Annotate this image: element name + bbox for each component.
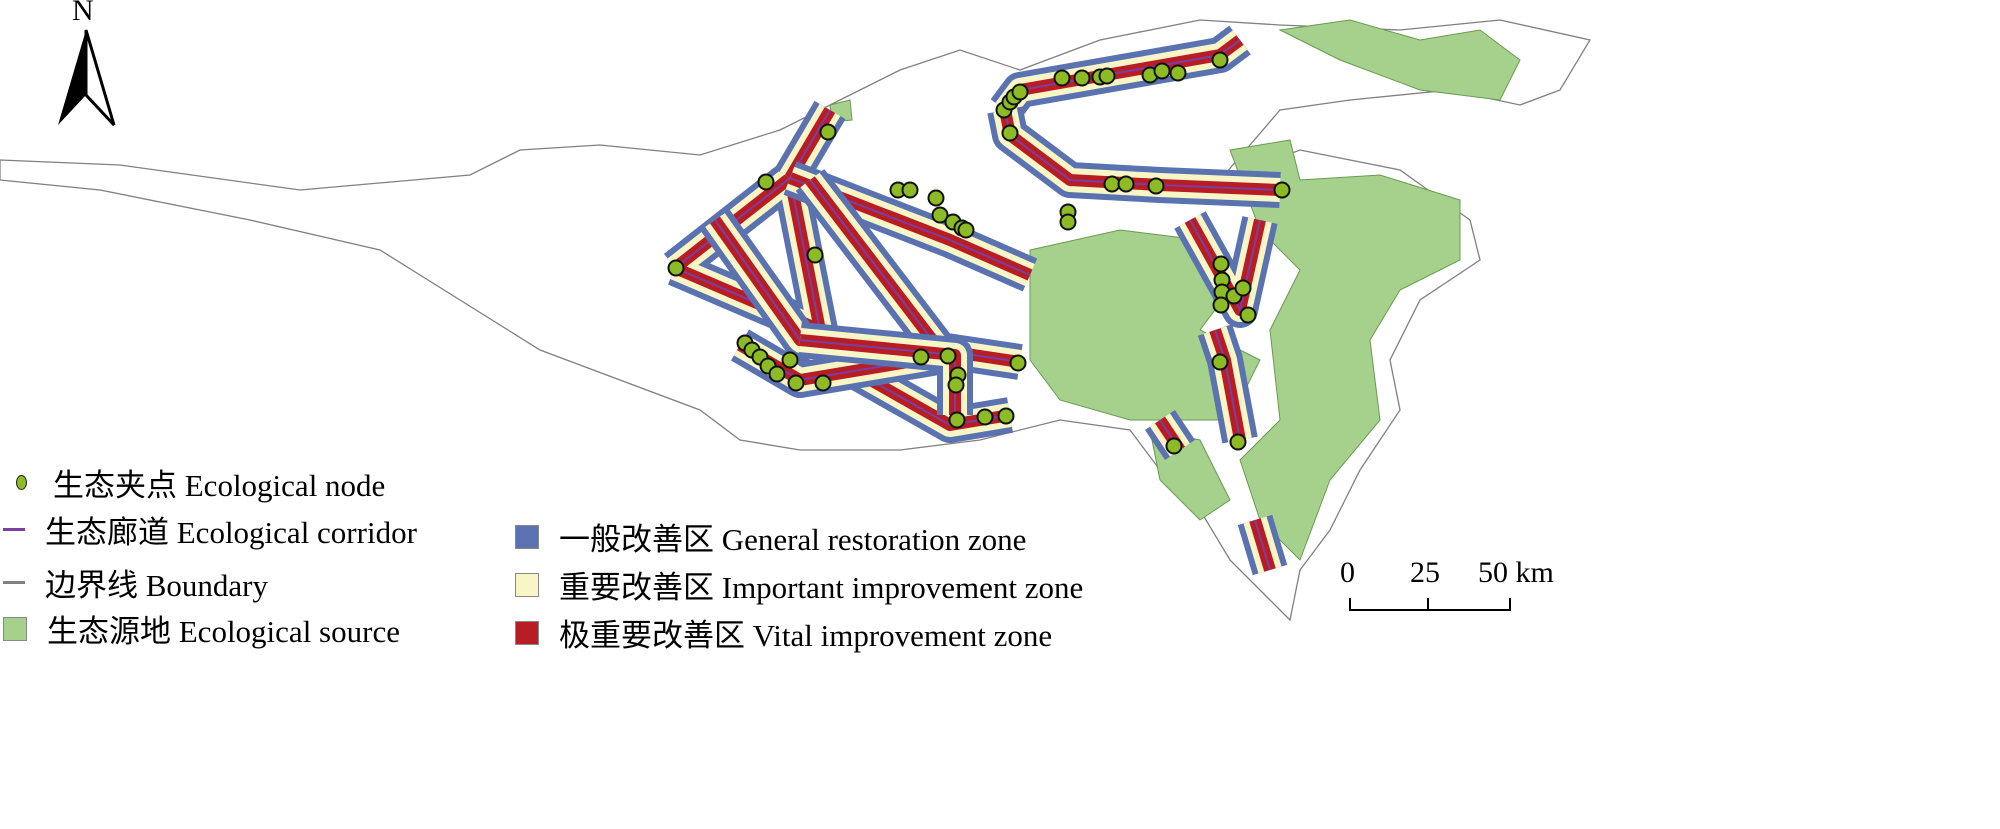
- legend-source-label: 生态源地 Ecological source: [47, 614, 400, 649]
- legend-node: 生态夹点 Ecological node: [8, 460, 385, 505]
- ecological-node: [1073, 69, 1091, 87]
- ecological-node: [1212, 255, 1230, 273]
- scale-tick-0: 0: [1340, 556, 1355, 589]
- ecological-node: [1059, 213, 1077, 231]
- ecological-node: [1212, 296, 1230, 314]
- ecological-node: [939, 347, 957, 365]
- north-label: N: [72, 0, 94, 27]
- scale-tick-50: 50 km: [1478, 556, 1554, 589]
- ecological-node: [1098, 67, 1116, 85]
- ecological-node: [1009, 354, 1027, 372]
- ecological-node: [997, 407, 1015, 425]
- ecological-node: [1103, 175, 1121, 193]
- ecological-node: [976, 408, 994, 426]
- study-area-boundary: [0, 19, 1592, 622]
- ecological-node: [1234, 279, 1252, 297]
- boundary-line-icon: [3, 581, 25, 584]
- ecological-node: [1053, 69, 1071, 87]
- ecological-node: [1011, 83, 1029, 101]
- ecological-node: [901, 181, 919, 199]
- legend-important-label: 重要改善区 Important improvement zone: [559, 570, 1084, 605]
- legend-node-label: 生态夹点 Ecological node: [53, 468, 386, 503]
- scale-bar: [1349, 598, 1511, 611]
- ecological-node: [1117, 175, 1135, 193]
- legend-corridor: 生态廊道 Ecological corridor: [3, 507, 417, 552]
- north-arrow-icon: [58, 29, 116, 127]
- ecological-node: [1229, 433, 1247, 451]
- ecological-corridor: [1254, 519, 1271, 571]
- ecological-node: [1153, 62, 1171, 80]
- ecological-node: [1165, 437, 1183, 455]
- ecological-node: [912, 348, 930, 366]
- ecological-node: [819, 123, 837, 141]
- node-icon: [16, 475, 27, 490]
- ecological-corridor: [1189, 219, 1261, 313]
- corridor-line-icon: [3, 528, 25, 531]
- ecological-node: [1211, 51, 1229, 69]
- ecological-node: [1147, 177, 1165, 195]
- ecological-node: [927, 189, 945, 207]
- ecological-node: [1001, 124, 1019, 142]
- legend-source: 生态源地 Ecological source: [3, 606, 400, 651]
- ecological-node: [757, 173, 775, 191]
- ecological-node: [667, 259, 685, 277]
- legend-corridor-label: 生态廊道 Ecological corridor: [45, 515, 417, 550]
- legend-general-label: 一般改善区 General restoration zone: [559, 522, 1027, 557]
- legend-boundary: 边界线 Boundary: [3, 560, 268, 605]
- ecological-node: [947, 376, 965, 394]
- ecological-node: [1239, 306, 1257, 324]
- ecological-node: [931, 206, 949, 224]
- ecological-node: [768, 365, 786, 383]
- general-swatch: [515, 524, 539, 549]
- ecological-node: [781, 351, 799, 369]
- ecological-node: [814, 374, 832, 392]
- source-swatch: [3, 616, 27, 641]
- ecological-node: [957, 221, 975, 239]
- vital-swatch: [515, 620, 539, 645]
- ecological-node: [787, 374, 805, 392]
- legend-boundary-label: 边界线 Boundary: [45, 568, 269, 603]
- ecological-source-patch: [1278, 19, 1521, 101]
- legend-vital-label: 极重要改善区 Vital improvement zone: [559, 618, 1053, 653]
- ecological-source-layer: [829, 19, 1521, 561]
- ecological-source-patch: [1229, 139, 1461, 561]
- legend-important: 重要改善区 Important improvement zone: [515, 562, 1083, 607]
- important-swatch: [515, 572, 539, 597]
- ecological-node: [948, 411, 966, 429]
- legend-vital: 极重要改善区 Vital improvement zone: [515, 610, 1052, 655]
- scale-tick-25: 25: [1410, 556, 1440, 589]
- node-layer: [667, 51, 1291, 455]
- ecological-node: [1211, 353, 1229, 371]
- ecological-node: [806, 246, 824, 264]
- ecological-node: [1273, 181, 1291, 199]
- ecological-node: [1169, 64, 1187, 82]
- legend-general: 一般改善区 General restoration zone: [515, 514, 1026, 559]
